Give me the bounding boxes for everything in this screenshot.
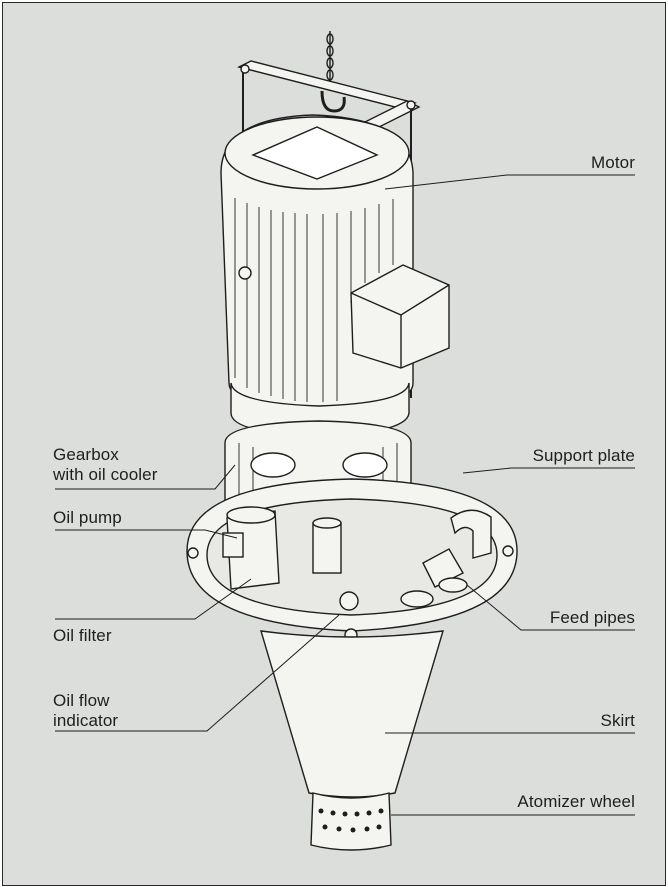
terminal-box: [350, 264, 450, 369]
lifting-chain: [320, 31, 346, 113]
feed-pipes: [400, 509, 492, 608]
oil-pump: [222, 506, 280, 590]
motor-body: [220, 114, 414, 412]
label-gearbox-line2: with oil cooler: [53, 465, 158, 484]
label-support-plate: Support plate: [532, 446, 635, 465]
leader-lines: [55, 174, 635, 816]
label-skirt: Skirt: [600, 711, 635, 730]
oil-filter: [312, 517, 342, 574]
rotary-atomizer-illustration: [55, 31, 635, 851]
label-oil-filter: Oil filter: [53, 626, 112, 645]
label-gearbox-line1: Gearbox: [53, 445, 119, 464]
label-oil-pump: Oil pump: [53, 508, 122, 527]
label-feed-pipes: Feed pipes: [549, 608, 635, 627]
label-motor: Motor: [591, 153, 635, 172]
label-atomizer-wheel: Atomizer wheel: [517, 792, 635, 811]
label-oil-flow-line2: indicator: [53, 711, 119, 730]
skirt: [260, 630, 444, 798]
atomizer-wheel: [310, 792, 392, 851]
oil-flow-indicator: [339, 591, 359, 611]
label-oil-flow-line1: Oil flow: [53, 691, 110, 710]
